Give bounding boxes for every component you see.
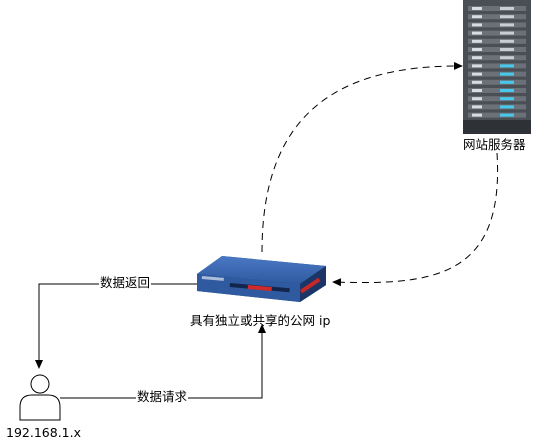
edge-data-return (35, 283, 197, 369)
rack-unit-led (472, 72, 482, 76)
rack-unit-slot (468, 71, 526, 77)
rack-unit-slot (468, 30, 526, 36)
edge-data-request (60, 324, 266, 399)
rack-unit-indicator (500, 48, 514, 51)
rack-unit-led (472, 56, 482, 60)
rack-unit-slot (468, 22, 526, 28)
rack-unit-indicator (500, 39, 514, 43)
rack-unit-slot (468, 104, 526, 110)
client-label: 192.168.1.x (6, 425, 81, 440)
edge-server-to-router (332, 152, 499, 287)
rack-unit-slot (468, 96, 526, 102)
rack-unit-led (472, 97, 482, 101)
rack-unit-led (472, 89, 482, 92)
edge-label-data-return: 数据返回 (99, 275, 152, 290)
rack-unit-indicator (500, 15, 514, 19)
rack-unit-led (472, 64, 482, 68)
rack-unit-indicator (500, 113, 514, 117)
rack-unit-indicator (500, 80, 514, 84)
rack-unit-led (472, 113, 482, 117)
rack-unit-indicator (500, 7, 514, 10)
rack-unit-led (472, 7, 482, 10)
server-label: 网站服务器 (463, 137, 526, 152)
rack-unit-led (472, 23, 482, 27)
user-icon (19, 374, 61, 421)
rack-unit-led (472, 80, 482, 84)
rack-unit-slot (468, 55, 526, 61)
rack-unit-led (472, 31, 482, 35)
rack-unit-indicator (500, 31, 514, 35)
rack-unit-led (472, 39, 482, 43)
router-label: 具有独立或共享的公网 ip (190, 313, 331, 328)
rack-unit-led (472, 15, 482, 19)
rack-unit-indicator (500, 64, 514, 68)
rack-unit-led (472, 48, 482, 51)
rack-unit-slot (468, 38, 526, 44)
rack-unit-slot (468, 112, 526, 118)
rack-unit-indicator (500, 72, 514, 76)
rack-unit-slot (468, 79, 526, 85)
rack-unit-slot (468, 14, 526, 20)
rack-unit-indicator (500, 105, 514, 109)
rack-unit-led (472, 105, 482, 109)
router-icon (197, 256, 326, 302)
rack-unit-slot (468, 63, 526, 69)
rack-unit-indicator (500, 89, 514, 92)
rack-unit-slot (468, 6, 526, 11)
edge-router-to-server (261, 61, 463, 253)
server-rack-icon (463, 0, 531, 134)
edge-label-data-request: 数据请求 (136, 389, 189, 404)
rack-unit-slot (468, 88, 526, 93)
rack-unit-slot (468, 47, 526, 52)
rack-unit-indicator (500, 97, 514, 101)
rack-unit-indicator (500, 56, 514, 60)
rack-unit-indicator (500, 23, 514, 27)
